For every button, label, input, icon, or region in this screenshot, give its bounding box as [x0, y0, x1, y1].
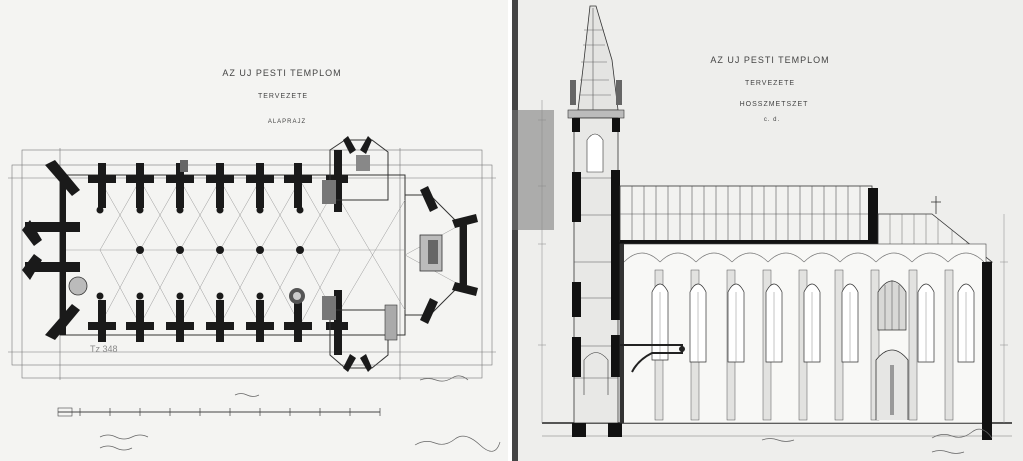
section-title: AZ UJ PESTI TEMPLOM: [710, 55, 829, 65]
section-view-label: HOSSZMETSZET: [740, 101, 809, 108]
plan-archive-stamp: Tz 348: [90, 344, 118, 354]
tower: [567, 5, 625, 437]
plan-view-label: ALAPRAJZ: [268, 119, 306, 125]
plan-side-chapels: [180, 136, 389, 372]
floor-plan-sheet: AZ UJ PESTI TEMPLOM TERVEZETE ALAPRAJZ: [0, 0, 508, 461]
nave-roof-truss: [619, 185, 878, 244]
section-handwritten-notes: [761, 428, 993, 454]
plan-buttresses: [22, 150, 478, 355]
nave-interior: [619, 243, 992, 440]
plan-scale-bar: [57, 407, 381, 417]
plan-title: AZ UJ PESTI TEMPLOM: [222, 68, 341, 78]
section-drawing: AZ UJ PESTI TEMPLOM TERVEZETE HOSSZMETSZ…: [512, 0, 1012, 461]
plan-subtitle: TERVEZETE: [258, 93, 308, 100]
plan-interior-details: [68, 234, 443, 341]
scan-shadow: [512, 110, 554, 230]
floor-plan-drawing: AZ UJ PESTI TEMPLOM TERVEZETE ALAPRAJZ: [8, 68, 501, 452]
section-subtitle: TERVEZETE: [745, 80, 795, 87]
plan-handwritten-notes: [99, 375, 501, 452]
section-view-sub: c. d.: [764, 117, 780, 123]
sheet-divider: [508, 0, 512, 461]
section-sheet: AZ UJ PESTI TEMPLOM TERVEZETE HOSSZMETSZ…: [512, 0, 1023, 461]
section-dimension-marks: [538, 100, 1008, 423]
scan-edge-left: [512, 0, 518, 461]
plan-vault-ribs: [60, 179, 461, 326]
